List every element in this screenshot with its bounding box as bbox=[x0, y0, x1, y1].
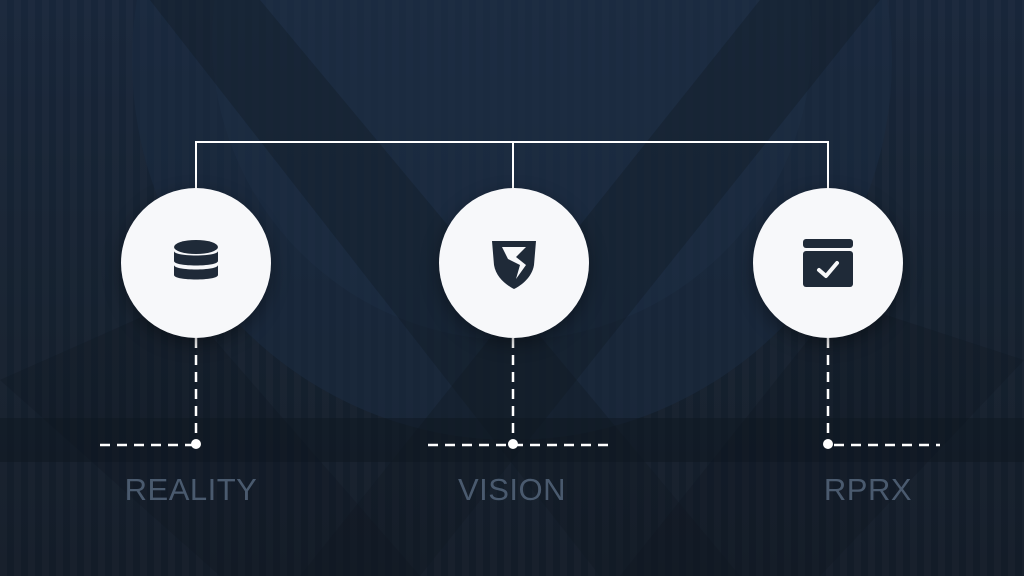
node-rprx bbox=[753, 188, 903, 338]
baseline-dot-rprx bbox=[823, 439, 833, 449]
checkbox-window-icon bbox=[803, 239, 853, 287]
node-vision bbox=[439, 188, 589, 338]
label-rprx: RPRX bbox=[823, 472, 913, 507]
node-reality bbox=[121, 188, 271, 338]
baseline-dot-reality bbox=[191, 439, 201, 449]
database-icon bbox=[174, 240, 218, 280]
label-reality: REALITY bbox=[124, 472, 258, 507]
baseline-dot-vision bbox=[508, 439, 518, 449]
shield-icon bbox=[492, 241, 536, 289]
label-vision: VISION bbox=[457, 472, 567, 507]
